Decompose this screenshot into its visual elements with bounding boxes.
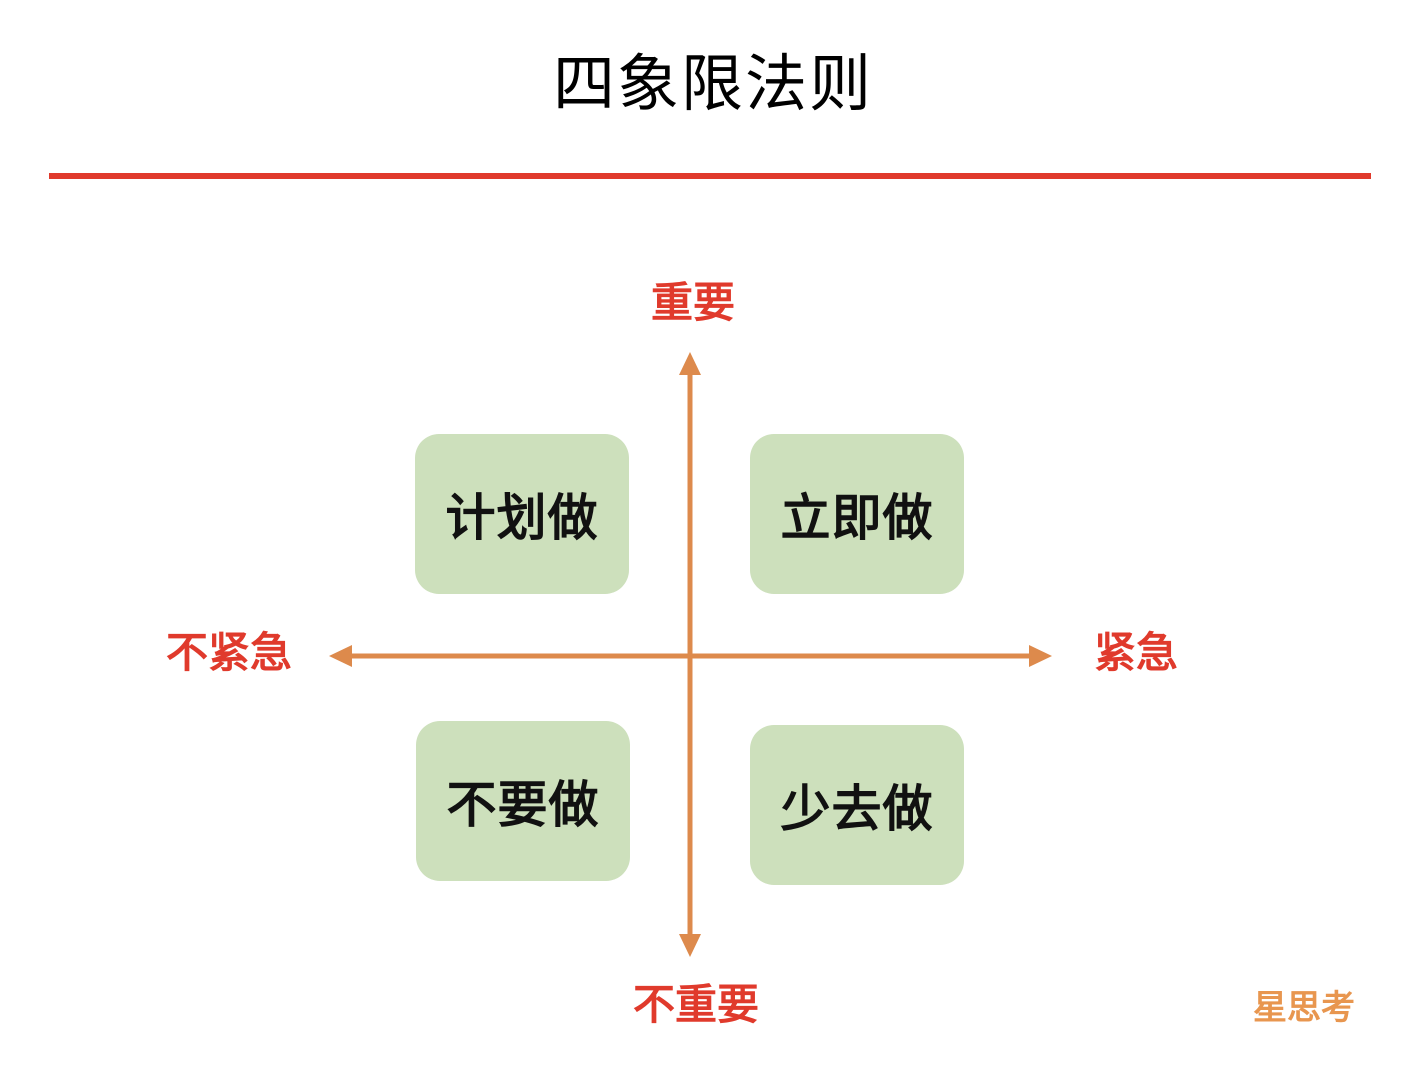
- quadrant-do-now: 立即做: [750, 434, 964, 594]
- axis-label-not-urgent: 不紧急: [166, 628, 293, 677]
- quadrant-plan: 计划做: [415, 434, 629, 594]
- axis-label-important: 重要: [651, 278, 736, 327]
- arrow-down-icon: [679, 934, 701, 957]
- title-divider: [49, 173, 1371, 179]
- arrow-up-icon: [679, 352, 701, 375]
- page-title: 四象限法则: [552, 47, 873, 120]
- watermark-brand: 星思考: [1253, 988, 1355, 1028]
- horizontal-axis: [329, 645, 1052, 667]
- arrow-left-icon: [329, 645, 352, 667]
- quadrant-dont-do: 不要做: [416, 721, 630, 881]
- axis-label-not-important: 不重要: [633, 980, 760, 1029]
- quadrant-do-less: 少去做: [750, 725, 964, 885]
- arrow-right-icon: [1029, 645, 1052, 667]
- axis-label-urgent: 紧急: [1094, 628, 1179, 677]
